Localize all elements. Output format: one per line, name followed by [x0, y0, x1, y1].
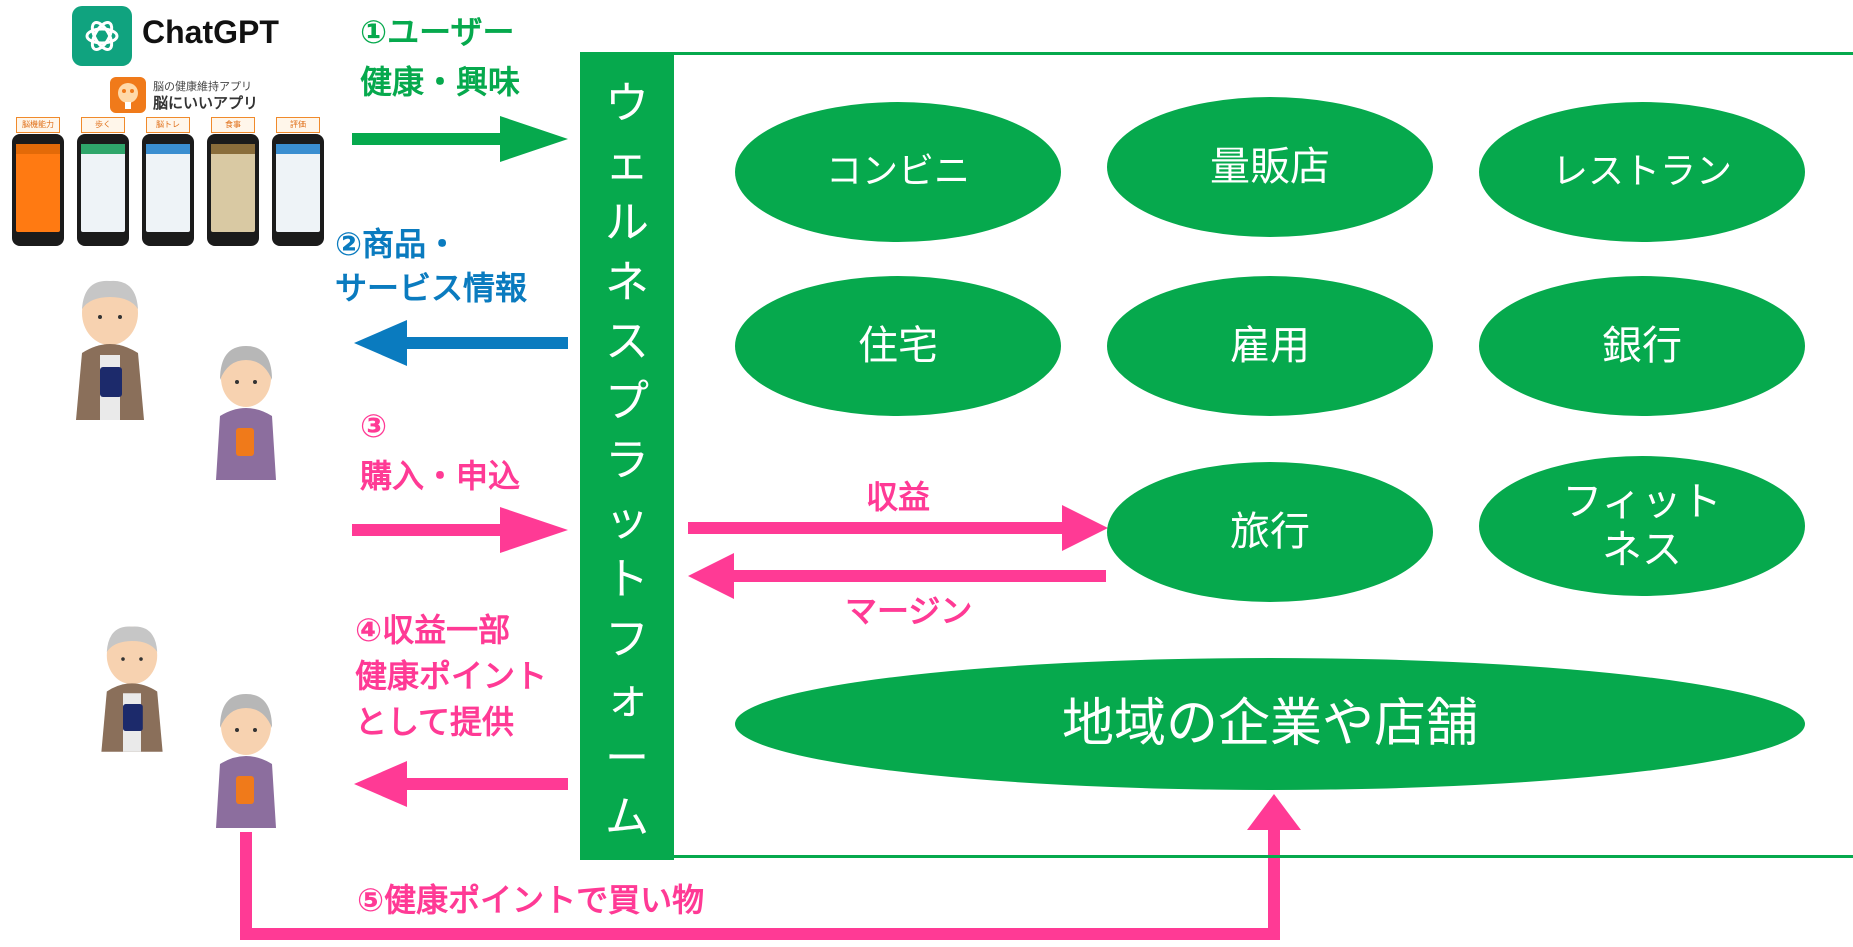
platform-label-char: プ: [605, 375, 649, 427]
app-subtitle: 脳の健康維持アプリ: [153, 80, 252, 93]
elderly-woman-with-phone-icon: [216, 694, 276, 828]
step4-label-line1: ④収益一部: [355, 611, 511, 649]
arrow-purchase: [352, 507, 568, 553]
elderly-woman-with-phone-icon: [216, 346, 276, 480]
partner-local-businesses: 地域の企業や店舗: [735, 658, 1805, 790]
platform-label-char: ト: [605, 554, 649, 605]
step1-label-line2: 健康・興味: [360, 63, 521, 101]
step3-label-line1: ③: [360, 407, 388, 445]
platform-label-char: ウ: [605, 78, 649, 129]
screen-tag: 脳トレ: [146, 117, 190, 133]
partner-employment: 雇用: [1107, 276, 1433, 416]
platform-label-char: ー: [605, 732, 649, 784]
step4-label-line3: として提供: [355, 703, 515, 741]
platform-label-char: ォ: [605, 673, 649, 724]
arrow-user-to-platform: [352, 116, 568, 162]
chatgpt-logo-icon: [72, 6, 132, 66]
phone-screenshot: [12, 134, 64, 246]
screen-tag: 食事: [211, 117, 255, 133]
platform-label-char: フ: [605, 613, 649, 665]
revenue-label: 収益: [866, 478, 931, 516]
platform-label-char: ェ: [605, 137, 649, 189]
step5-label: ⑤健康ポイントで買い物: [357, 881, 705, 919]
arrow-revenue: [688, 505, 1108, 551]
step4-label-line2: 健康ポイント: [355, 657, 548, 695]
partner-fitness: フィット ネス: [1479, 456, 1805, 596]
app-title: 脳にいいアプリ: [153, 94, 259, 112]
platform-label-char: ム: [605, 792, 649, 843]
step2-label-line2: サービス情報: [335, 269, 528, 307]
platform-label-char: ル: [605, 197, 649, 248]
chatgpt-name: ChatGPT: [142, 14, 279, 50]
margin-label: マージン: [845, 592, 973, 630]
platform-label-char: ッ: [605, 494, 649, 546]
platform-label-char: ラ: [605, 435, 649, 486]
phone-screenshot: [272, 134, 324, 246]
screen-tag: 歩く: [81, 117, 125, 133]
partner-travel: 旅行: [1107, 462, 1433, 602]
step3-label-line2: 購入・申込: [360, 457, 521, 495]
phone-screenshot: [77, 134, 129, 246]
elderly-man-with-phone-icon: [101, 626, 163, 752]
step1-label-line1: ①ユーザー: [360, 13, 515, 51]
elderly-man-with-phone-icon: [76, 280, 144, 420]
arrow-margin: [688, 553, 1106, 599]
brain-app-icon: [110, 77, 146, 113]
partner-bank: 銀行: [1479, 276, 1805, 416]
partner-housing: 住宅: [735, 276, 1061, 416]
platform-label-char: ネ: [605, 256, 649, 308]
partner-convenience-store: コンビニ: [735, 102, 1061, 242]
phone-screenshot: [207, 134, 259, 246]
phone-screenshot: [142, 134, 194, 246]
screen-tag: 脳機能力: [16, 117, 60, 133]
platform-label-char: ス: [605, 316, 649, 367]
screen-tag: 評価: [276, 117, 320, 133]
partner-restaurant: レストラン: [1479, 102, 1805, 242]
partner-mass-retailer: 量販店: [1107, 97, 1433, 237]
step2-label-line1: ②商品・: [335, 225, 459, 263]
arrow-points-to-user: [354, 761, 568, 807]
arrow-platform-to-user: [354, 320, 568, 366]
platform-bar: ウ ェ ル ネ ス プ ラ ッ ト フ ォ ー ム: [580, 52, 674, 860]
